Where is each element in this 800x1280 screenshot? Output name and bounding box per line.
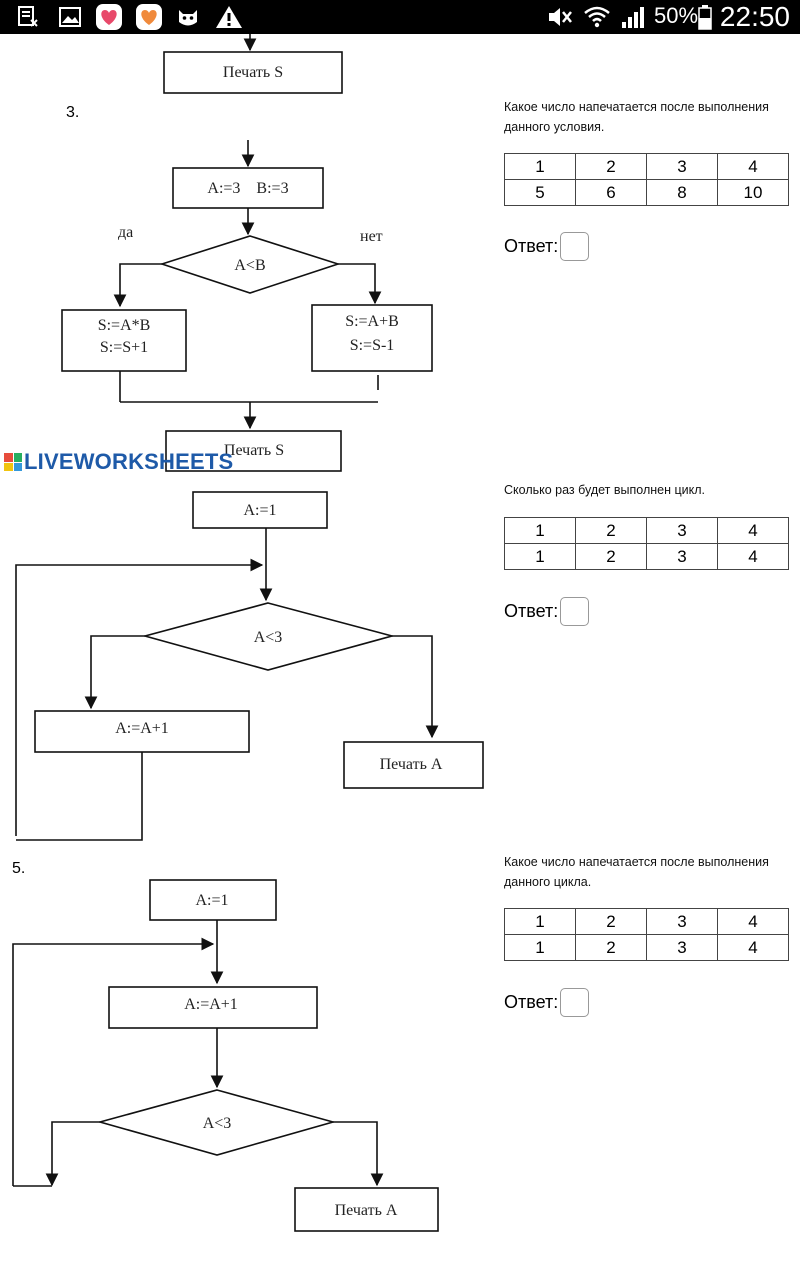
notes-icon — [14, 4, 42, 30]
q3-right-line1: S:=A+B — [345, 313, 399, 330]
q4-question-text: Сколько раз будет выполнен цикл. — [504, 483, 705, 497]
table-row: 1 2 3 4 — [504, 153, 789, 180]
q4-print-label: Печать A — [380, 756, 443, 773]
print-s-label-top: Печать S — [223, 64, 283, 81]
table-cell: 2 — [575, 517, 647, 544]
table-cell: 2 — [575, 543, 647, 570]
q3-right-box — [311, 304, 433, 372]
table-row: 1 2 3 4 — [504, 543, 789, 570]
table-cell: 4 — [717, 153, 789, 180]
heart-app-icon — [94, 4, 124, 30]
battery-icon — [697, 4, 713, 30]
q3-no-label: нет — [360, 228, 383, 245]
table-cell: 1 — [504, 517, 576, 544]
q3-right-line2: S:=S-1 — [350, 337, 395, 354]
table-cell: 2 — [575, 934, 647, 961]
q3-left-line2: S:=S+1 — [100, 339, 148, 356]
cat-icon — [174, 4, 202, 30]
q4-answer: Ответ: — [504, 597, 590, 626]
liveworksheets-logo: LIVEWORKSHEETS — [4, 449, 233, 475]
table-cell: 5 — [504, 179, 576, 206]
q3-options-table: 1 2 3 4 5 6 8 10 — [504, 153, 789, 206]
q5-print-label: Печать A — [335, 1202, 398, 1219]
liveworksheets-text: LIVEWORKSHEETS — [24, 449, 234, 474]
table-cell: 1 — [504, 543, 576, 570]
table-cell: 1 — [504, 908, 576, 935]
q3-print-label: Печать S — [224, 442, 284, 459]
table-cell: 2 — [575, 908, 647, 935]
table-cell: 10 — [717, 179, 789, 206]
table-cell: 2 — [575, 153, 647, 180]
heart-app-icon — [134, 4, 164, 30]
q4-body-label: A:=A+1 — [115, 720, 169, 737]
print-s-box-top — [163, 51, 343, 94]
q3-left-line1: S:=A*B — [98, 317, 151, 334]
table-cell: 6 — [575, 179, 647, 206]
table-cell: 3 — [646, 934, 718, 961]
liveworksheets-logo-icon — [4, 453, 22, 471]
table-cell: 4 — [717, 543, 789, 570]
q4-print-box — [343, 741, 484, 789]
q5-answer-input[interactable] — [560, 988, 590, 1017]
status-bar: 50% 22:50 — [0, 0, 800, 34]
wifi-icon — [582, 4, 612, 30]
q5-options-table: 1 2 3 4 1 2 3 4 — [504, 908, 789, 961]
q3-question-text: Какое число напечатается после выполнени… — [504, 100, 769, 134]
q5-assign-label: A:=1 — [195, 892, 228, 909]
battery-percent: 50% — [654, 3, 699, 28]
q3-left-box — [61, 309, 187, 372]
q5-print-box — [294, 1187, 439, 1232]
q3-number: 3. — [66, 104, 80, 121]
table-cell: 4 — [717, 517, 789, 544]
q5-condition-label: A<3 — [203, 1115, 232, 1132]
table-cell: 1 — [504, 153, 576, 180]
table-cell: 3 — [646, 517, 718, 544]
q5-assign-box — [149, 879, 277, 921]
q3-answer-label: Ответ: — [504, 236, 559, 256]
table-row: 1 2 3 4 — [504, 934, 789, 961]
q3-answer: Ответ: — [504, 232, 590, 261]
q5-answer: Ответ: — [504, 988, 590, 1017]
q3-print-box — [165, 430, 342, 472]
table-row: 5 6 8 10 — [504, 179, 789, 206]
table-cell: 8 — [646, 179, 718, 206]
q5-body-box — [108, 986, 318, 1029]
table-row: 1 2 3 4 — [504, 908, 789, 935]
signal-icon — [618, 4, 648, 30]
q5-number: 5. — [12, 860, 26, 877]
q5-body-label: A:=A+1 — [184, 996, 238, 1013]
q4-condition-label: A<3 — [254, 629, 283, 646]
q4-answer-input[interactable] — [560, 597, 590, 626]
q4-condition-diamond — [141, 602, 396, 671]
table-cell: 4 — [717, 908, 789, 935]
q3-condition-diamond — [159, 235, 341, 294]
mute-icon — [544, 4, 576, 30]
gallery-icon — [56, 4, 84, 30]
table-cell: 3 — [646, 543, 718, 570]
q3-assign-label: A:=3 B:=3 — [207, 180, 288, 197]
q4-assign-box — [192, 491, 328, 529]
table-row: 1 2 3 4 — [504, 517, 789, 544]
clock: 22:50 — [719, 1, 790, 32]
q5-question-text: Какое число напечатается после выполнени… — [504, 855, 769, 889]
table-cell: 3 — [646, 908, 718, 935]
q5-condition-diamond — [97, 1089, 336, 1156]
q3-condition-label: A<B — [234, 257, 265, 274]
table-cell: 3 — [646, 153, 718, 180]
q3-answer-input[interactable] — [560, 232, 590, 261]
q3-yes-label: да — [118, 224, 133, 241]
warning-icon — [214, 4, 244, 30]
table-cell: 4 — [717, 934, 789, 961]
q4-answer-label: Ответ: — [504, 601, 559, 621]
q4-assign-label: A:=1 — [243, 502, 276, 519]
q4-options-table: 1 2 3 4 1 2 3 4 — [504, 517, 789, 570]
q5-answer-label: Ответ: — [504, 992, 559, 1012]
table-cell: 1 — [504, 934, 576, 961]
